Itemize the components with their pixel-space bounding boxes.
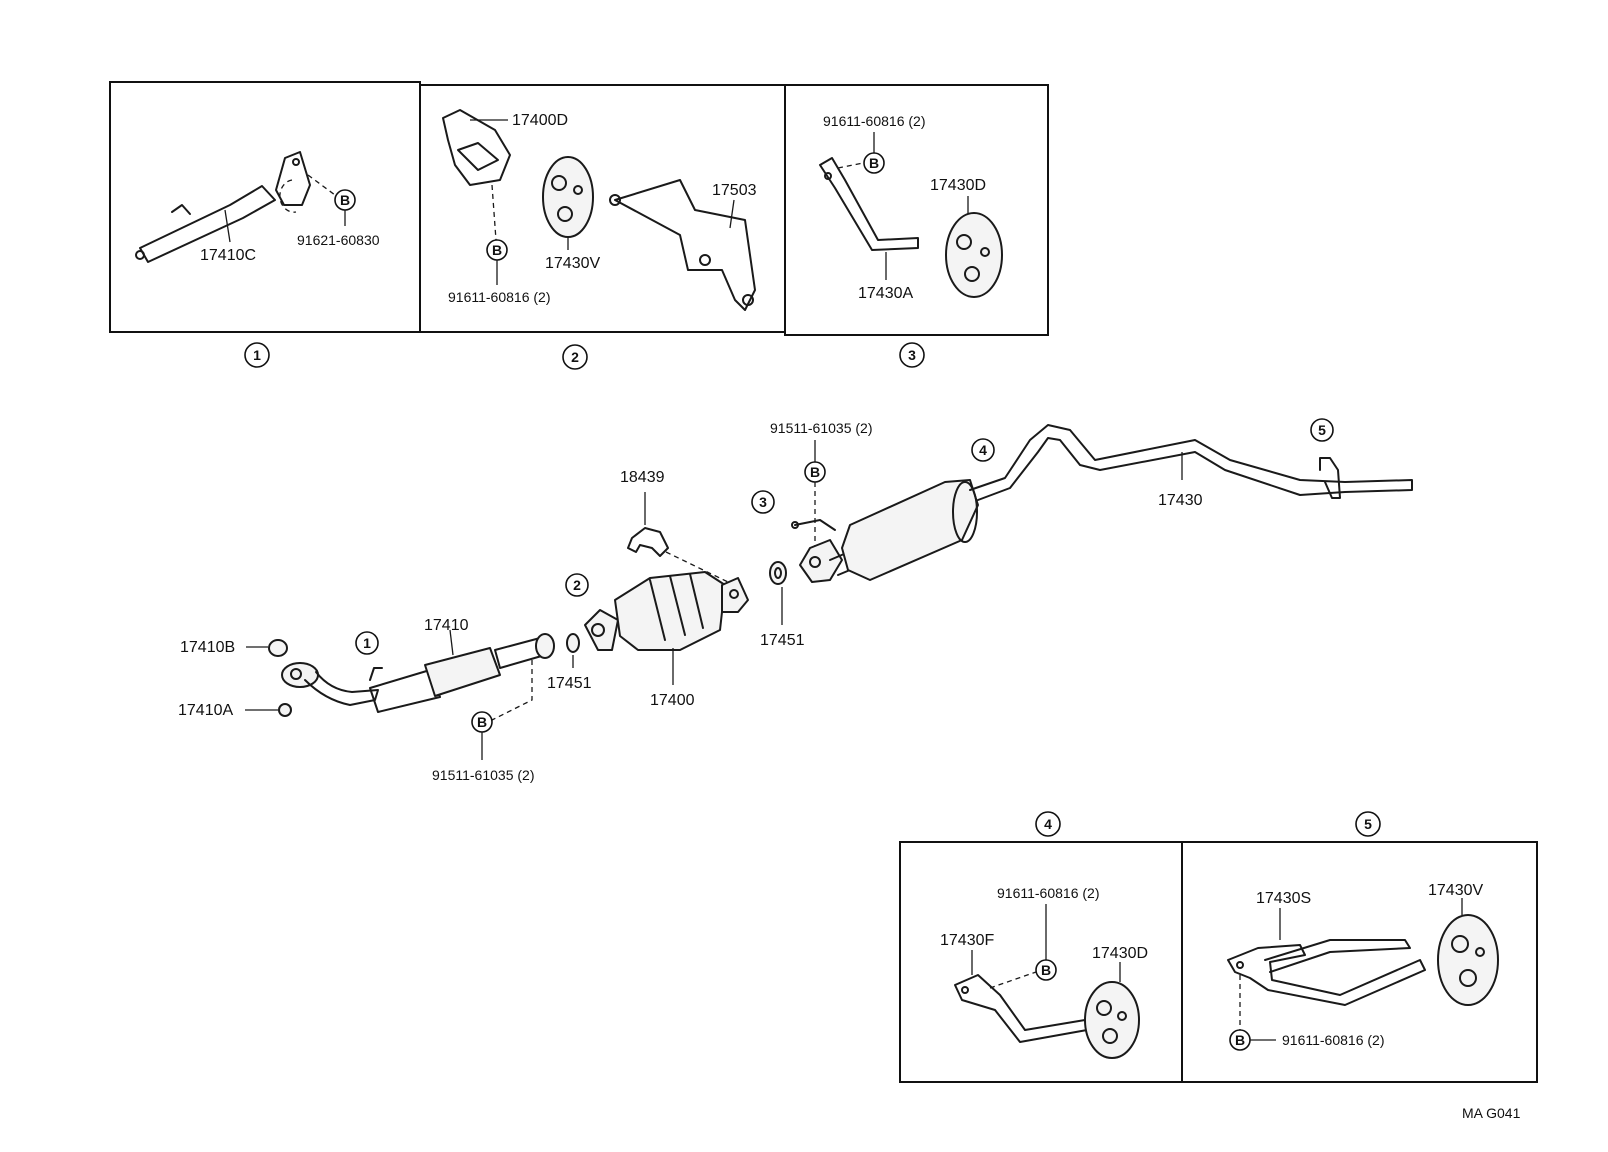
svg-text:3: 3 (759, 494, 767, 510)
svg-text:B: B (1041, 962, 1051, 978)
gasket-17410B-drawing (268, 639, 288, 657)
part-label-17430: 17430 (1158, 492, 1203, 509)
detail-number-4: 4 (1035, 811, 1061, 837)
callout-4: 4 (971, 438, 995, 462)
part-label-17430V: 17430V (545, 255, 600, 272)
bracket-17503-drawing (614, 179, 756, 311)
svg-text:2: 2 (571, 349, 579, 365)
part-label-17430D: 17430D (1092, 945, 1148, 962)
part-label-91611-60816-2: 91611-60816 (2) (448, 289, 550, 305)
part-label-17430F: 17430F (940, 932, 994, 949)
part-label-17400D: 17400D (512, 112, 568, 129)
svg-text:B: B (869, 155, 879, 171)
detail-number-3: 3 (899, 342, 925, 368)
svg-text:1: 1 (253, 347, 261, 363)
nut-17410A-drawing (278, 703, 292, 717)
bolt-callout: B (1035, 959, 1057, 981)
svg-text:B: B (810, 464, 820, 480)
bolt-callout: B (863, 152, 885, 174)
part-label-17400: 17400 (650, 692, 695, 709)
part-label-17430V: 17430V (1428, 882, 1483, 899)
part-label-91611-60816-2: 91611-60816 (2) (823, 113, 925, 129)
bolt-callout: B (471, 711, 493, 733)
detail-number-5: 5 (1355, 811, 1381, 837)
part-label-17410B: 17410B (180, 639, 235, 656)
part-label-91611-60816-2: 91611-60816 (2) (997, 885, 1099, 901)
part-label-17503: 17503 (712, 182, 757, 199)
insulator-17430V-drawing (542, 156, 594, 238)
svg-text:B: B (340, 192, 350, 208)
callout-5: 5 (1310, 418, 1334, 442)
detail-number-2: 2 (562, 344, 588, 370)
part-label-17430A: 17430A (858, 285, 913, 302)
insulator-17430D-drawing (945, 212, 1003, 298)
hanger-17430S-drawing (1227, 944, 1426, 1006)
hanger-17430F-drawing (954, 974, 1088, 1043)
detail-box-1: B 91621-60830 17410C (109, 81, 421, 333)
detail-box-3: 91611-60816 (2) B 17430A 17430D (784, 84, 1049, 336)
detail-number-1: 1 (244, 342, 270, 368)
svg-text:4: 4 (1044, 816, 1052, 832)
muffler-tailpipe-17430-drawing (791, 424, 1413, 583)
part-label-91511-61035-2: 91511-61035 (2) (770, 420, 872, 436)
front-pipe-17410-drawing (281, 633, 580, 713)
part-label-91511-61035-2: 91511-61035 (2) (432, 767, 534, 783)
part-label-17410A: 17410A (178, 702, 233, 719)
detail-box-5: 17430S B 91611-60816 (2) 17430V (1181, 841, 1538, 1083)
insulator-17430D-drawing (1084, 981, 1140, 1059)
svg-text:5: 5 (1364, 816, 1372, 832)
main-exhaust-assembly: 17410B 17410A 17410 1 B 91511-61035 (2) … (178, 418, 1413, 783)
callout-1: 1 (355, 631, 379, 655)
bracket-17400D-drawing (442, 109, 511, 186)
clamp-drawing (275, 151, 311, 206)
svg-text:2: 2 (573, 577, 581, 593)
svg-text:B: B (477, 714, 487, 730)
part-label-17410C: 17410C (200, 247, 256, 264)
svg-text:4: 4 (979, 442, 987, 458)
part-label-91611-60816-2: 91611-60816 (2) (1282, 1032, 1384, 1048)
bolt-callout: B (334, 189, 356, 211)
svg-text:5: 5 (1318, 422, 1326, 438)
svg-text:1: 1 (363, 635, 371, 651)
page-code: MA G041 (1462, 1105, 1521, 1121)
part-label-17430D: 17430D (930, 177, 986, 194)
insulator-17430V-drawing (1437, 914, 1499, 1006)
bracket-18439-drawing (627, 527, 669, 557)
bolt-callout: B (1229, 1029, 1251, 1051)
detail-box-4: 91611-60816 (2) B 17430F 17430D (899, 841, 1183, 1083)
part-label-17451: 17451 (760, 632, 805, 649)
bolt-callout: B (486, 239, 508, 261)
pipe-17410C-drawing (139, 185, 276, 263)
hanger-17430A-drawing (819, 157, 919, 251)
part-label-17410: 17410 (424, 617, 469, 634)
part-label-17430S: 17430S (1256, 890, 1311, 907)
catalytic-converter-17400-drawing (584, 571, 749, 651)
svg-text:B: B (492, 242, 502, 258)
bolt-callout: B (804, 461, 826, 483)
svg-text:3: 3 (908, 347, 916, 363)
part-label-91621-60830: 91621-60830 (297, 232, 380, 248)
svg-text:B: B (1235, 1032, 1245, 1048)
part-label-17451: 17451 (547, 675, 592, 692)
callout-3: 3 (751, 490, 775, 514)
part-label-18439: 18439 (620, 469, 665, 486)
callout-2: 2 (565, 573, 589, 597)
detail-box-2: 17400D B 91611-60816 (2) 17430V 17503 (419, 84, 786, 333)
